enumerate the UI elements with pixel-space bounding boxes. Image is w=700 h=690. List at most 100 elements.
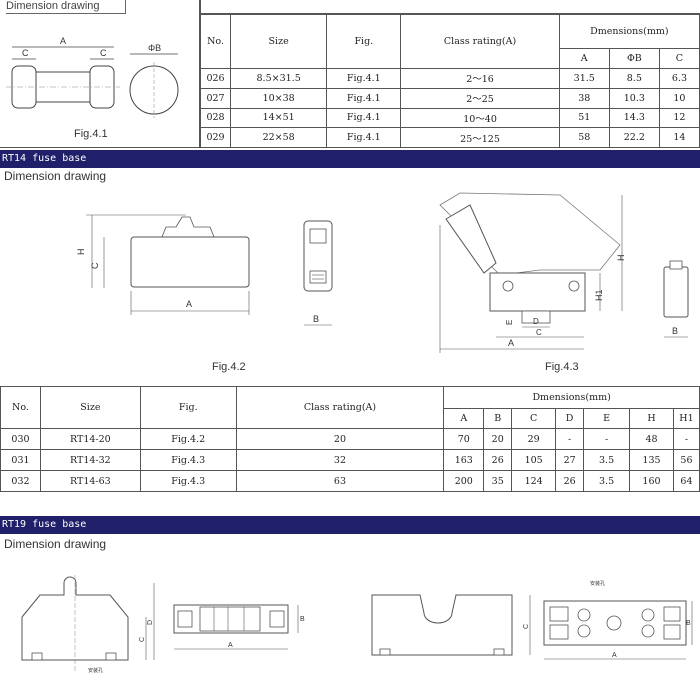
label-phib: ΦB bbox=[148, 43, 161, 53]
cell-fig: Fig.4.1 bbox=[326, 107, 402, 129]
cell-fig: Fig.4.1 bbox=[326, 68, 402, 89]
cell-a: 200 bbox=[443, 470, 485, 492]
cell-fig: Fig.4.2 bbox=[139, 428, 237, 450]
top-dim-title: Dimension drawing bbox=[6, 0, 126, 14]
top-table-rule bbox=[200, 0, 700, 14]
th-fig: Fig. bbox=[139, 386, 237, 429]
th-c: C bbox=[511, 408, 557, 429]
cell-h1: - bbox=[672, 428, 700, 450]
label-b-rt19-right: B bbox=[686, 620, 691, 627]
rt19-drawing: C D 安装孔 A B C A B 安装孔 bbox=[21, 575, 693, 674]
label-b-fig3: B bbox=[672, 326, 678, 336]
cell-b: 26 bbox=[483, 449, 513, 471]
cell-d: 26 bbox=[555, 470, 585, 492]
cell-b: 20 bbox=[483, 428, 513, 450]
th-a: A bbox=[558, 48, 610, 69]
cell-d: 27 bbox=[555, 449, 585, 471]
th-a: A bbox=[443, 408, 485, 429]
th-b: ΦB bbox=[608, 48, 660, 69]
cell-a: 38 bbox=[558, 87, 610, 109]
cell-fig: Fig.4.3 bbox=[139, 470, 237, 492]
th-b: B bbox=[483, 408, 513, 429]
label-c-rt19-right: C bbox=[523, 624, 530, 629]
top-drawing-panel: Dimension drawing A C C ΦB Fig.4.1 bbox=[0, 0, 200, 148]
label-a-rt19: A bbox=[228, 642, 233, 649]
cell-a: 31.5 bbox=[558, 68, 610, 89]
cell-size: 22×58 bbox=[230, 127, 328, 148]
cell-class: 10～40 bbox=[400, 107, 560, 129]
label-h-right: H bbox=[616, 255, 626, 262]
th-c: C bbox=[658, 48, 700, 69]
cell-a: 51 bbox=[558, 107, 610, 129]
label-c: C bbox=[90, 262, 100, 269]
cell-no: 026 bbox=[199, 68, 232, 89]
cell-b: 8.5 bbox=[608, 68, 660, 89]
th-fig: Fig. bbox=[326, 14, 402, 69]
cell-class: 2～25 bbox=[400, 87, 560, 109]
cell-c: 14 bbox=[658, 127, 700, 148]
label-a: A bbox=[60, 36, 66, 46]
cell-no: 031 bbox=[0, 449, 41, 471]
label-h: H bbox=[76, 249, 86, 256]
fig-4-2-label: Fig.4.2 bbox=[212, 361, 246, 373]
label-d: D bbox=[533, 317, 539, 326]
table-row: 027 10×38 Fig.4.1 2～25 38 10.3 10 bbox=[199, 87, 700, 109]
rt14-dim-title: Dimension drawing bbox=[4, 169, 107, 183]
rt14-drawing: H C A B H1 H E D C A B bbox=[76, 192, 689, 353]
th-e: E bbox=[583, 408, 631, 429]
cell-b: 14.3 bbox=[608, 107, 660, 129]
cell-no: 032 bbox=[0, 470, 41, 492]
cell-class: 32 bbox=[235, 449, 445, 471]
th-d: D bbox=[555, 408, 585, 429]
cell-a: 70 bbox=[443, 428, 485, 450]
fuse-cartridge-drawing: A C C ΦB bbox=[6, 36, 179, 118]
label-e: E bbox=[505, 320, 514, 325]
th-no: No. bbox=[199, 14, 232, 69]
cell-size: RT14-63 bbox=[39, 470, 141, 492]
cell-c: 124 bbox=[511, 470, 557, 492]
cell-e: 3.5 bbox=[583, 449, 631, 471]
rt14-section-bar: RT14 fuse base bbox=[0, 150, 700, 168]
table-row: 031 RT14-32 Fig.4.3 32 163 26 105 27 3.5… bbox=[0, 449, 700, 471]
th-class: Class rating(A) bbox=[400, 14, 560, 69]
cell-h: 135 bbox=[629, 449, 674, 471]
cell-size: 10×38 bbox=[230, 87, 328, 109]
mounting-hole-label-right: 安装孔 bbox=[590, 580, 605, 587]
cell-no: 027 bbox=[199, 87, 232, 109]
label-h1: H1 bbox=[594, 289, 604, 301]
table-row: 029 22×58 Fig.4.1 25～125 58 22.2 14 bbox=[199, 127, 700, 148]
cell-no: 029 bbox=[199, 127, 232, 148]
cell-class: 63 bbox=[235, 470, 445, 492]
top-spec-table: No. Size Fig. Class rating(A) Dmensions(… bbox=[199, 14, 700, 148]
cell-e: - bbox=[583, 428, 631, 450]
cell-c: 10 bbox=[658, 87, 700, 109]
table-row: 030 RT14-20 Fig.4.2 20 70 20 29 - - 48 - bbox=[0, 428, 700, 450]
cell-size: RT14-20 bbox=[39, 428, 141, 450]
cell-size: RT14-32 bbox=[39, 449, 141, 471]
fig-4-1-label: Fig.4.1 bbox=[74, 128, 108, 140]
cell-h1: 56 bbox=[672, 449, 700, 471]
cell-c: 105 bbox=[511, 449, 557, 471]
mounting-hole-label-left: 安装孔 bbox=[88, 667, 103, 674]
label-d-rt19: D bbox=[147, 620, 154, 625]
cell-b: 35 bbox=[483, 470, 513, 492]
rt19-dim-title: Dimension drawing bbox=[4, 537, 107, 551]
cell-no: 028 bbox=[199, 107, 232, 129]
label-b-rt19: B bbox=[300, 616, 305, 623]
cell-fig: Fig.4.1 bbox=[326, 87, 402, 109]
cell-fig: Fig.4.3 bbox=[139, 449, 237, 471]
table-row: 032 RT14-63 Fig.4.3 63 200 35 124 26 3.5… bbox=[0, 470, 700, 492]
cell-h1: 64 bbox=[672, 470, 700, 492]
label-a-fig3: A bbox=[508, 338, 514, 348]
cell-h: 160 bbox=[629, 470, 674, 492]
th-size: Size bbox=[230, 14, 328, 69]
cell-h: 48 bbox=[629, 428, 674, 450]
cell-class: 2～16 bbox=[400, 68, 560, 89]
fig-4-3-label: Fig.4.3 bbox=[545, 361, 579, 373]
cell-b: 10.3 bbox=[608, 87, 660, 109]
table-row: 028 14×51 Fig.4.1 10～40 51 14.3 12 bbox=[199, 107, 700, 129]
cell-size: 8.5×31.5 bbox=[230, 68, 328, 89]
label-c-rt19: C bbox=[139, 637, 146, 642]
label-c-fig3: C bbox=[536, 328, 542, 337]
cell-no: 030 bbox=[0, 428, 41, 450]
